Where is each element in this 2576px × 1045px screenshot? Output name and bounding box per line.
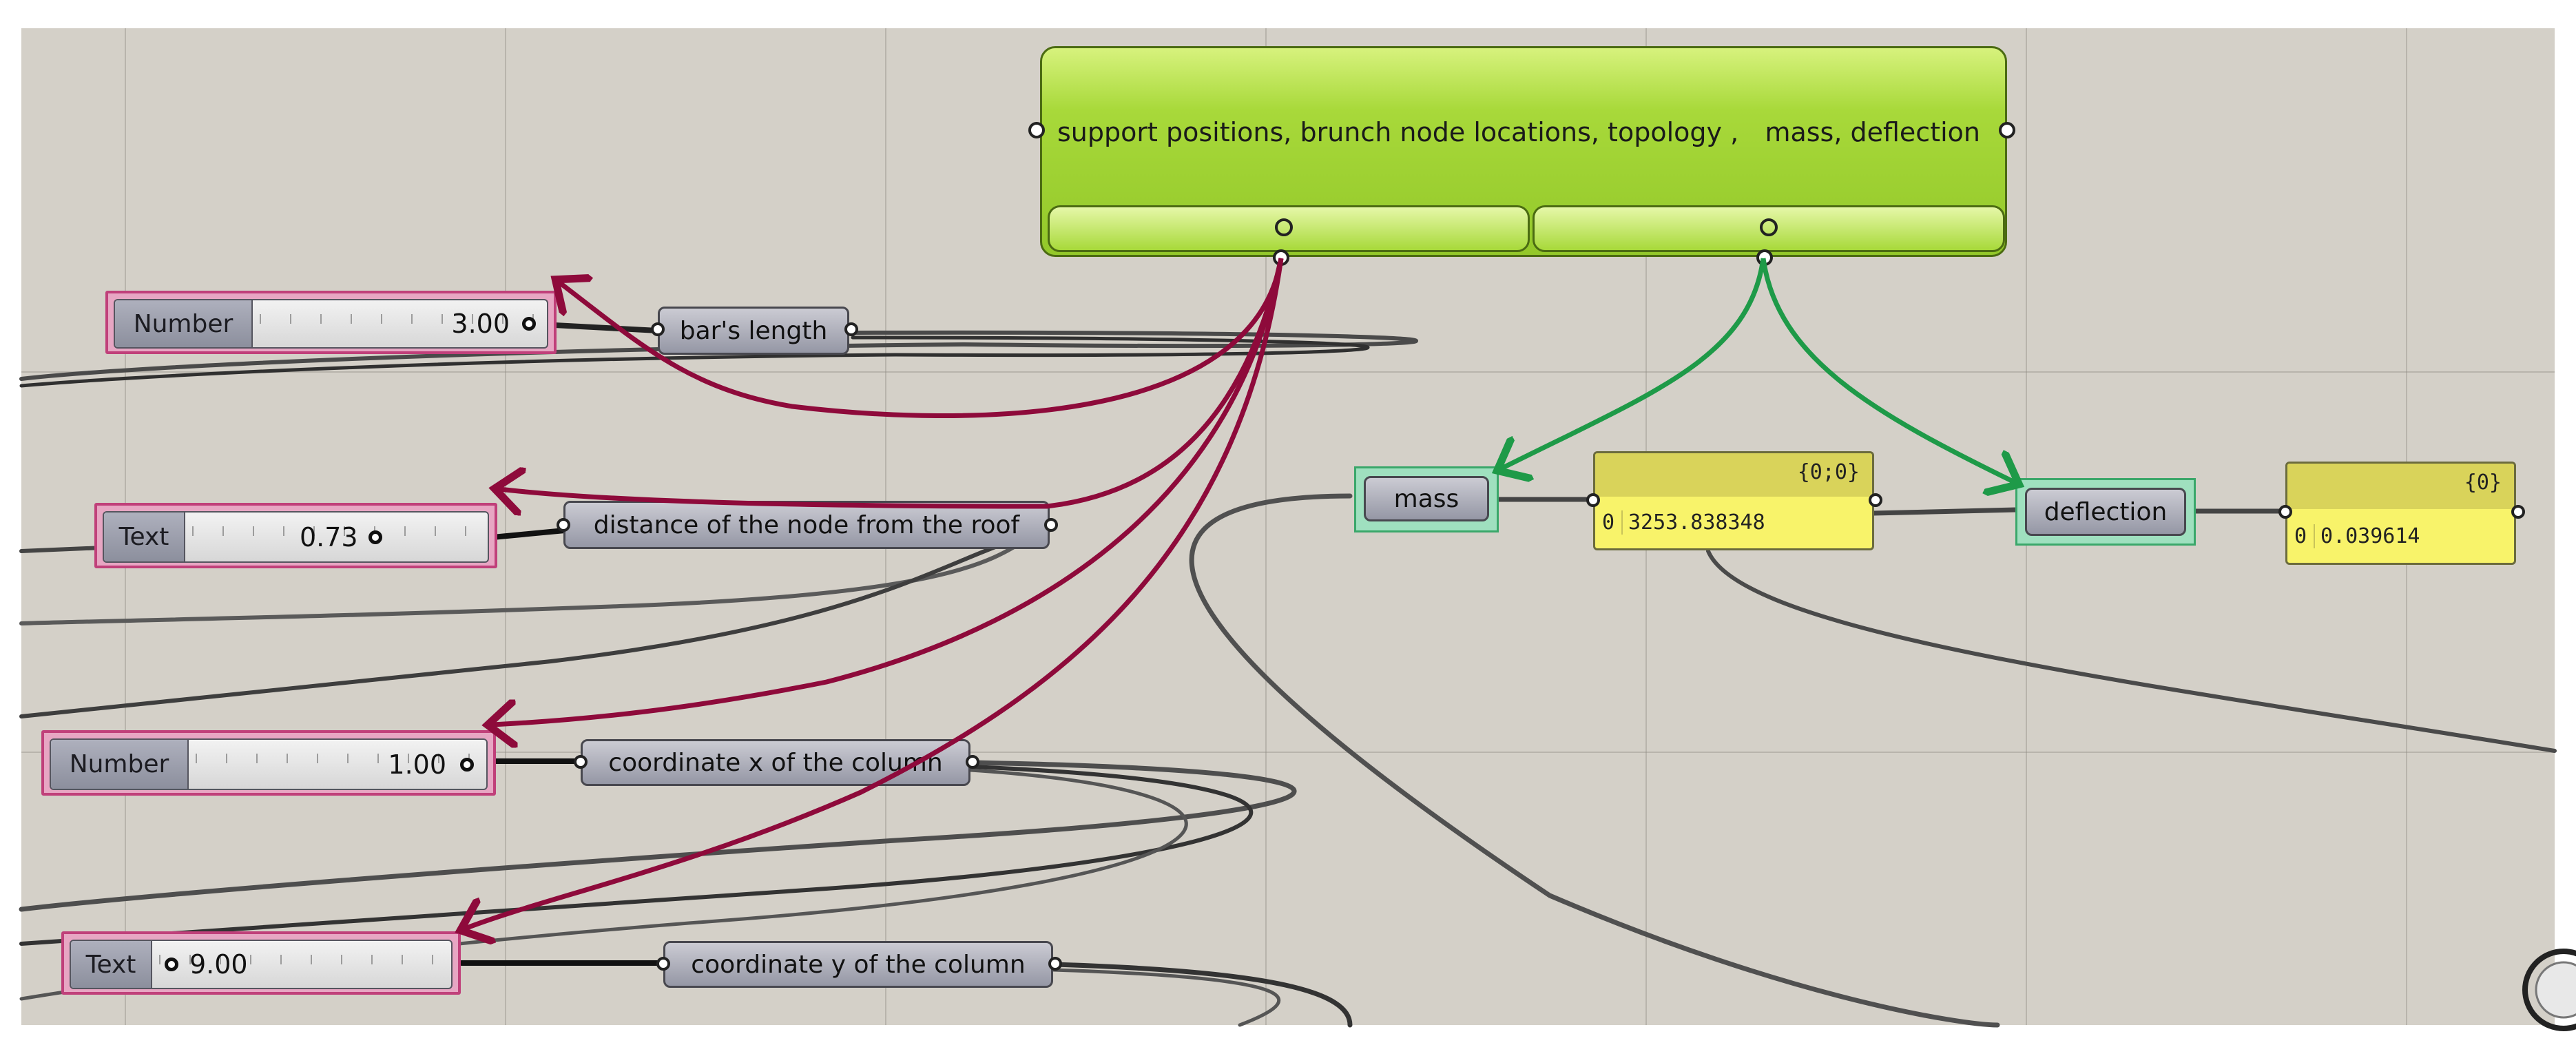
refresh-icon xyxy=(1275,218,1293,236)
deflection-panel[interactable]: {0} 0 0.039614 xyxy=(2285,462,2516,565)
relay-node-distance[interactable]: distance of the node from the roof xyxy=(563,501,1050,549)
relay-mass[interactable]: mass xyxy=(1364,476,1489,521)
slider-grip[interactable] xyxy=(460,757,474,772)
number-slider-bars-length[interactable]: Number 3.00 xyxy=(105,291,557,354)
panel-index: 0 xyxy=(1595,510,1623,535)
slider-grip[interactable] xyxy=(165,958,178,971)
slider-track[interactable]: 1.00 xyxy=(189,740,486,789)
relay-output-port[interactable] xyxy=(966,755,979,769)
slider-track[interactable]: 9.00 xyxy=(152,941,451,988)
cluster-output-port[interactable] xyxy=(1999,122,2015,138)
slider-track[interactable]: 0.73 xyxy=(185,513,488,561)
relay-input-port[interactable] xyxy=(574,755,588,769)
relay-output-port[interactable] xyxy=(1048,957,1062,971)
relay-output-port[interactable] xyxy=(1044,518,1058,532)
slider-grip[interactable] xyxy=(368,530,382,544)
slider-value: 9.00 xyxy=(189,949,248,980)
text-slider-column-y[interactable]: Text 9.00 xyxy=(61,931,461,995)
panel-input-port[interactable] xyxy=(1586,493,1600,507)
slider-kind-label: Number xyxy=(51,740,189,789)
panel-output-port[interactable] xyxy=(2511,505,2525,519)
slider-kind-label: Text xyxy=(71,941,152,988)
relay-column-x[interactable]: coordinate x of the column xyxy=(581,739,970,786)
relay-bars-length[interactable]: bar's length xyxy=(658,307,849,355)
relay-input-port[interactable] xyxy=(557,518,570,532)
cluster-component[interactable]: support positions, brunch node locations… xyxy=(1040,46,2007,257)
cluster-inputs-label: support positions, brunch node locations… xyxy=(1057,117,1739,147)
cluster-bottom-right-port[interactable] xyxy=(1756,249,1773,266)
panel-index: 0 xyxy=(2287,524,2315,548)
panel-output-port[interactable] xyxy=(1869,493,1882,507)
cluster-outputs-label: mass, deflection xyxy=(1765,117,1980,147)
slider-track[interactable]: 3.00 xyxy=(253,300,547,347)
slider-value: 1.00 xyxy=(388,749,446,780)
panel-value: 0.039614 xyxy=(2320,524,2420,548)
text-slider-node-distance[interactable]: Text 0.73 xyxy=(94,503,497,568)
relay-input-port[interactable] xyxy=(656,957,670,971)
relay-input-port[interactable] xyxy=(651,322,665,336)
relay-column-y[interactable]: coordinate y of the column xyxy=(663,941,1053,988)
slider-value: 3.00 xyxy=(451,309,510,339)
cluster-input-port[interactable] xyxy=(1028,122,1045,138)
panel-path: {0;0} xyxy=(1595,453,1872,497)
panel-path: {0} xyxy=(2287,464,2514,510)
cluster-input-button[interactable] xyxy=(1048,205,1530,252)
circle-icon xyxy=(1760,218,1778,236)
cluster-bottom-left-port[interactable] xyxy=(1273,249,1289,266)
relay-output-port[interactable] xyxy=(844,322,858,336)
slider-kind-label: Text xyxy=(104,513,185,561)
number-slider-column-x[interactable]: Number 1.00 xyxy=(41,730,496,796)
slider-kind-label: Number xyxy=(115,300,253,347)
slider-value: 0.73 xyxy=(300,521,358,552)
relay-deflection[interactable]: deflection xyxy=(2025,488,2186,536)
slider-grip[interactable] xyxy=(522,317,536,331)
mass-panel[interactable]: {0;0} 0 3253.838348 xyxy=(1593,451,1874,550)
panel-input-port[interactable] xyxy=(2278,505,2292,519)
panel-value: 3253.838348 xyxy=(1628,510,1765,535)
